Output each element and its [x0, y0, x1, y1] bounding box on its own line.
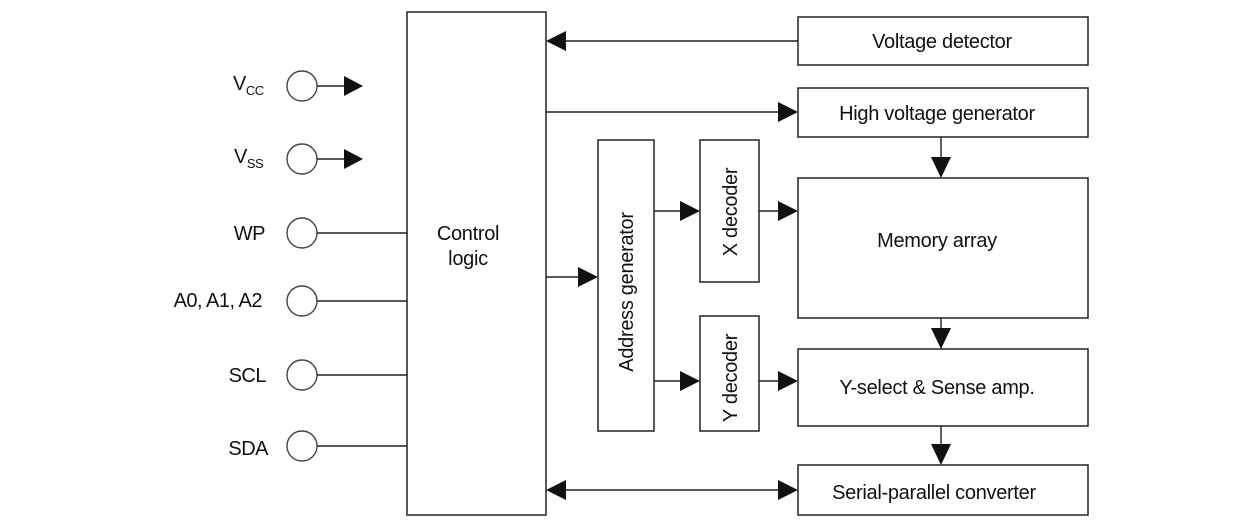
memory-array-box — [797, 177, 1089, 319]
pin-vcc-label: VCC — [233, 73, 264, 98]
pin-vss-arrowhead — [344, 149, 363, 169]
memory-array-block: Memory array — [797, 177, 1089, 319]
serial-parallel-converter-block: Serial-parallel converter — [797, 464, 1089, 516]
control-logic-box — [406, 11, 547, 516]
control-logic-label-line1: Control — [437, 223, 499, 245]
memory-array-label: Memory array — [877, 230, 997, 252]
arrow-high-voltage-generator-to-memory-array — [931, 137, 951, 178]
pin-scl-terminal — [286, 359, 318, 391]
y-decoder-label: Y decoder — [720, 333, 742, 422]
arrow-voltage-detector-to-control-logic — [546, 31, 798, 51]
address-generator-label: Address generator — [616, 212, 638, 372]
pin-a0-a1-a2-label: A0, A1, A2 — [174, 290, 263, 312]
y-select-sense-amp-block: Y-select & Sense amp. — [797, 348, 1089, 427]
voltage-detector-label: Voltage detector — [872, 31, 1012, 53]
control-logic-label-line2: logic — [448, 248, 488, 270]
pin-sda-terminal — [286, 430, 318, 462]
high-voltage-generator-box — [797, 87, 1089, 138]
pin-a0-a1-a2: A0, A1, A2 — [174, 285, 407, 317]
serial-parallel-converter-box — [797, 464, 1089, 516]
arrow-control-logic-serial-parallel-bidirectional — [546, 480, 798, 500]
pin-sda-label: SDA — [228, 438, 269, 460]
arrow-memory-array-to-y-select — [931, 318, 951, 349]
pin-vss: VSS — [234, 143, 363, 175]
y-select-sense-amp-box — [797, 348, 1089, 427]
address-generator-block: Address generator — [597, 139, 655, 432]
arrow-x-decoder-to-memory-array — [759, 201, 798, 221]
pin-vcc-terminal — [286, 70, 318, 102]
pin-vcc: VCC — [233, 70, 363, 102]
y-decoder-block: Y decoder — [699, 315, 760, 432]
voltage-detector-block: Voltage detector — [797, 16, 1089, 66]
pin-sda: SDA — [228, 430, 407, 462]
address-generator-box — [597, 139, 655, 432]
pin-scl-label: SCL — [229, 365, 267, 387]
y-select-sense-amp-label: Y-select & Sense amp. — [839, 377, 1034, 399]
arrow-address-generator-to-y-decoder — [654, 371, 700, 391]
x-decoder-block: X decoder — [699, 139, 760, 283]
pin-a0-a1-a2-terminal — [286, 285, 318, 317]
y-decoder-box — [699, 315, 760, 432]
arrow-control-logic-to-high-voltage-generator — [546, 102, 798, 122]
arrow-y-select-to-serial-parallel-converter — [931, 426, 951, 465]
pin-wp-label: WP — [234, 223, 265, 245]
control-logic-block: Control logic — [406, 11, 547, 516]
high-voltage-generator-block: High voltage generator — [797, 87, 1089, 138]
arrow-control-logic-to-address-generator — [546, 267, 598, 287]
arrow-address-generator-to-x-decoder — [654, 201, 700, 221]
pin-wp: WP — [234, 217, 407, 249]
x-decoder-box — [699, 139, 760, 283]
serial-parallel-converter-label: Serial-parallel converter — [832, 482, 1036, 504]
pin-scl: SCL — [229, 359, 407, 391]
pin-vss-label: VSS — [234, 146, 264, 171]
x-decoder-label: X decoder — [720, 167, 742, 256]
pin-vcc-arrowhead — [344, 76, 363, 96]
pin-vss-terminal — [286, 143, 318, 175]
high-voltage-generator-label: High voltage generator — [839, 103, 1035, 125]
arrow-y-decoder-to-y-select — [759, 371, 798, 391]
pin-wp-terminal — [286, 217, 318, 249]
